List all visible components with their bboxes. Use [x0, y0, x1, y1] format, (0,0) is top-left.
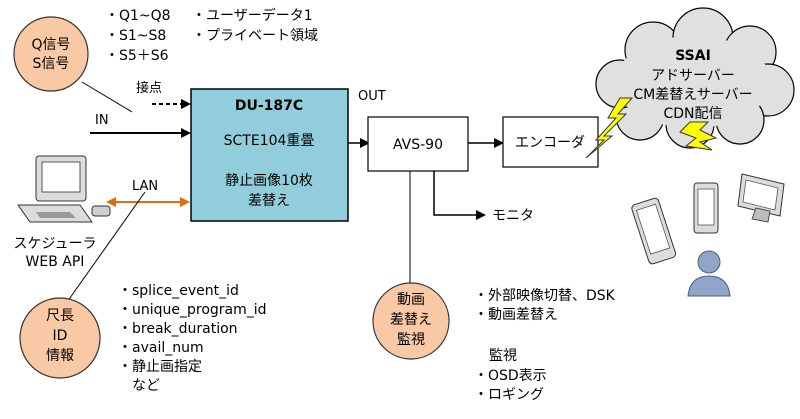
encoder-label: エンコーダ — [515, 135, 585, 151]
anim-line3: 監視 — [397, 331, 425, 348]
ssai-cloud-fill — [615, 36, 771, 128]
avs-label: AVS-90 — [393, 137, 443, 153]
q-signal-line — [81, 81, 133, 113]
encoder-box — [502, 116, 599, 168]
ssai-line3: CDN配信 — [663, 106, 722, 122]
bolt-icon — [679, 121, 718, 151]
anim-list-item: ・外部映像切替、DSK — [474, 288, 616, 304]
monitor-list-title: 監視 — [489, 347, 517, 364]
user-list-item: ・ユーザーデータ1 — [192, 7, 313, 24]
user-list-item: ・プライベート領域 — [192, 27, 318, 44]
q-list-item: ・S5＋S6 — [105, 48, 169, 64]
user-icon — [687, 250, 731, 297]
id-info-circle — [19, 297, 101, 379]
q-signal-line1: Q信号 — [31, 37, 70, 53]
q-list-item: ・Q1~Q8 — [105, 8, 171, 24]
ssai-title: SSAI — [675, 48, 711, 64]
contact-label: 接点 — [136, 80, 162, 96]
id-info-line1: 尺長 — [46, 308, 74, 324]
ssai-line1: アドサーバー — [651, 68, 735, 84]
id-list-item: など — [118, 378, 160, 394]
tablet-icon — [631, 197, 677, 265]
id-info-line — [59, 191, 146, 313]
du-title: DU-187C — [235, 98, 303, 114]
id-info-line3: 情報 — [46, 348, 74, 364]
id-info-line2: ID — [53, 328, 68, 344]
du-line2: 静止画像10枚 — [225, 173, 313, 189]
monitor-label: モニタ — [492, 208, 534, 224]
du-line1: SCTE104重畳 — [224, 133, 315, 149]
lan-label: LAN — [132, 179, 158, 194]
q-signal-line2: S信号 — [33, 56, 70, 72]
anim-list-item: ・動画差替え — [474, 307, 558, 323]
anim-line2: 差替え — [390, 312, 432, 328]
anim-circle — [372, 282, 450, 360]
monitor-list-item: ・OSD表示 — [474, 368, 547, 384]
du-line3: 差替え — [248, 193, 290, 209]
ssai-line2: CM差替えサーバー — [633, 87, 752, 103]
anim-line1: 動画 — [397, 292, 425, 308]
id-list-item: ・avail_num — [118, 340, 204, 356]
q-list-item: ・S1~S8 — [105, 28, 166, 44]
monitor-device-icon — [737, 173, 785, 223]
bolt-icon — [585, 97, 634, 159]
phone-icon — [693, 182, 719, 234]
q-signal-circle — [13, 16, 89, 92]
id-list-item: ・break_duration — [118, 321, 238, 337]
computer-icon — [17, 155, 111, 223]
monitor-arrow — [433, 171, 486, 220]
id-list-item: ・静止画指定 — [118, 359, 202, 375]
scheduler-line1: スケジューラ — [13, 236, 96, 252]
id-list-item: ・splice_event_id — [118, 283, 239, 299]
out-label: OUT — [358, 89, 386, 104]
in-label: IN — [95, 113, 109, 128]
du-box — [190, 88, 349, 222]
id-list-item: ・unique_program_id — [118, 302, 267, 318]
avs-box — [367, 116, 469, 172]
scheduler-line2: WEB API — [26, 254, 85, 270]
monitor-list-item: ・ロギング — [474, 387, 544, 403]
